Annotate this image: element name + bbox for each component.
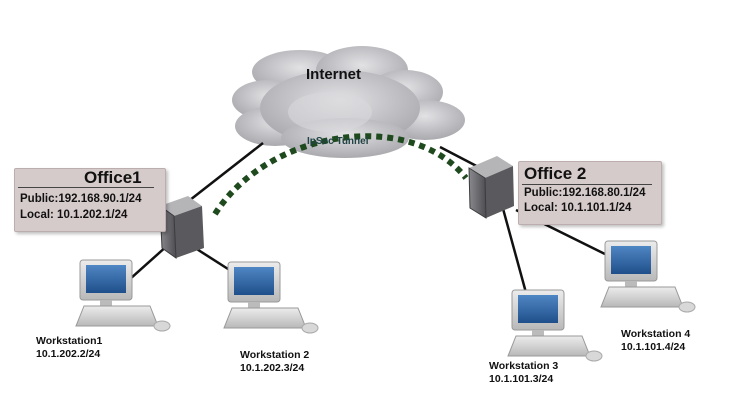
link-office2-ws3 [500,204,530,301]
workstation2-label: Workstation 2 10.1.202.3/24 [240,349,309,375]
office1-divider [18,187,154,188]
workstation-icon [223,261,319,334]
workstation2-name: Workstation 2 [240,349,310,361]
ipsec-tunnel-label: IpSec Tunnel [307,136,369,147]
office1-info-panel [14,168,166,232]
workstation3-ip: 10.1.101.3/24 [489,373,554,385]
office2-title: Office 2 [524,164,587,183]
workstation3-label: Workstation 3 10.1.101.3/24 [489,360,558,386]
office2-local-ip: Local: 10.1.101.1/24 [524,202,632,214]
office1-public-ip: Public:192.168.90.1/24 [20,193,142,205]
workstation2-ip: 10.1.202.3/24 [240,362,305,374]
office2-public-ip: Public:192.168.80.1/24 [524,187,646,199]
router-icon [159,196,204,260]
workstation1-name: Workstation1 [36,335,103,347]
office1-title: Office1 [84,168,142,187]
internet-label: Internet [306,66,362,83]
workstation-icon [507,289,603,362]
office2-divider [522,184,652,185]
office2-info-panel [518,161,662,225]
workstation1-ip: 10.1.202.2/24 [36,348,101,360]
workstation1-label: Workstation1 10.1.202.2/24 [36,335,102,361]
router-icon [468,156,514,219]
workstation4-label: Workstation 4 10.1.101.4/24 [621,328,690,354]
ipsec-tunnel-path [212,133,469,216]
workstation3-name: Workstation 3 [489,360,559,372]
office1-local-ip: Local: 10.1.202.1/24 [20,209,128,221]
link-office1-internet [189,142,264,201]
cloud-icon [232,46,465,158]
workstation-icon [75,259,171,332]
workstation4-name: Workstation 4 [621,328,691,340]
workstation-icon [600,240,696,313]
workstation4-ip: 10.1.101.4/24 [621,341,686,353]
